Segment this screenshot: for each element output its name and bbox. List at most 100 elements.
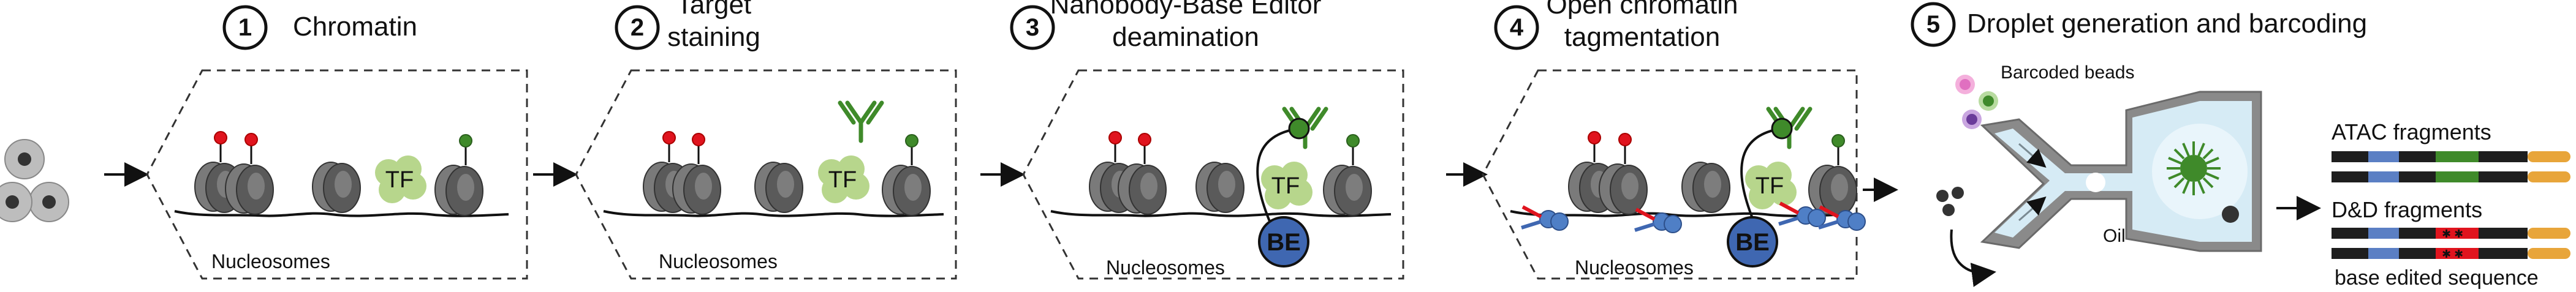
edit-site-icon: ✱ ✱ [2442,248,2463,260]
target-mark [1346,133,1360,167]
histone-mark [1137,132,1152,165]
dd-fragment: ✱ ✱ [2332,228,2570,240]
loading-arrow [1950,229,1996,287]
step-1-panel: 1 Chromatin TF Nucleosomes [146,5,528,280]
atac-fragment [2332,151,2570,162]
step-number: 2 [631,14,644,41]
tether-line [1740,127,1782,233]
cells [0,139,69,222]
tether-line [1256,127,1300,233]
nucleosome [225,163,274,215]
transcription-factor: TF [1745,162,1797,209]
transcription-factor: TF [1261,162,1313,209]
nucleosome [1808,165,1857,216]
dna-strand [603,210,944,217]
step-title-line: deamination [1112,22,1259,52]
zoom-frame [1022,69,1404,280]
tn5-transposase [1521,207,1568,230]
tf-label: TF [1271,173,1300,199]
base-edited-sequence-label: base edited sequence [2335,266,2539,290]
nanobody-icon [1771,118,1793,140]
barcoded-bead-in-droplet [2167,141,2221,195]
nucleosomes-caption: Nucleosomes [1106,256,1225,279]
histone-mark [1108,130,1123,163]
nucleosomes-caption: Nucleosomes [1575,256,1694,279]
dna-strand [1050,210,1392,217]
histone-mark [244,132,259,165]
target-mark [1831,133,1846,167]
bead-icon [1960,79,1971,90]
flow-direction-arrow [2018,197,2047,222]
histone-mark [662,130,676,163]
step-3-header: 3 Nanobody-Base Editor deamination [1010,0,1322,52]
nucleosome [434,165,483,216]
step-1-header: 1 Chromatin [222,5,417,50]
dd-fragments-label: D&D fragments [2332,197,2482,222]
step-2-header: 2 Target staining [615,0,760,52]
step-number: 3 [1026,14,1039,41]
atac-fragment [2332,171,2570,182]
antibody [840,103,882,141]
base-editor-label: BE [1267,229,1301,256]
step-number: 4 [1510,14,1524,41]
tf-label: TF [828,167,857,193]
step-number: 1 [238,14,252,41]
base-editor-label: BE [1735,229,1770,256]
input-nuclei [1936,187,1964,216]
nucleosome [312,162,361,213]
zoom-frame [1482,69,1858,280]
atac-fragments: ATAC fragments [2332,119,2570,182]
nucleosome [1323,165,1372,216]
target-mark [904,133,919,167]
nanobody-icon [1288,118,1310,140]
base-editor-icon [1258,216,1309,268]
histone-mark [213,130,228,163]
histone-mark [1587,130,1602,163]
microfluidic-chip: Oil [1980,91,2262,252]
dna-strand [174,210,509,217]
atac-fragments-label: ATAC fragments [2332,119,2491,144]
flow-direction-arrow [2018,143,2047,168]
barcoded-beads-label: Barcoded beads [2001,62,2135,83]
step-title-line: Open chromatin [1546,0,1738,20]
step-3-panel: 3 Nanobody-Base Editor deamination TF BE… [1010,0,1404,280]
nucleosome [1599,163,1648,215]
step-2-panel: 2 Target staining TF Nucleosomes [575,0,957,280]
edit-site-icon: ✱ ✱ [2442,228,2463,240]
nucleosomes-caption: Nucleosomes [659,250,778,272]
step-title: Droplet generation and barcoding [1967,9,2367,39]
step-number-badge [1010,5,1055,50]
step-4-header: 4 Open chromatin tagmentation [1494,0,1738,52]
step-title-line: tagmentation [1564,22,1720,52]
bead-icon [1983,95,1994,107]
step-4-panel: 4 Open chromatin tagmentation TF BE Nucl… [1482,0,1865,280]
transcription-factor: TF [375,155,426,203]
nucleosome [1195,162,1244,213]
tf-label: TF [1756,173,1784,199]
step-title-line: staining [667,22,760,52]
step-number-badge [1494,5,1539,50]
zoom-frame [575,69,957,280]
step-5-header: 5 Droplet generation and barcoding [1911,2,2367,47]
step-number: 5 [1926,11,1940,38]
nucleosome [672,163,721,215]
step-number-badge [615,5,660,50]
step-title-line: Nanobody-Base Editor [1050,0,1322,20]
bead-icon [1966,114,1977,125]
nucleosome [882,165,931,216]
oil-label: Oil [2103,226,2126,246]
flow-arrows [104,162,2321,220]
nucleosomes-caption: Nucleosomes [211,250,330,272]
zoom-frame [146,69,528,280]
dd-fragment: ✱ ✱ [2332,248,2570,260]
target-mark [458,133,473,167]
droplet [2086,173,2105,192]
nucleus-in-droplet [2222,206,2239,223]
nucleosome [1681,162,1730,213]
base-editor-icon [1727,216,1778,268]
step-number-badge [222,5,268,50]
barcoded-beads: Barcoded beads [1955,62,2135,129]
step-number-badge [1911,2,1956,47]
transcription-factor: TF [818,155,869,203]
